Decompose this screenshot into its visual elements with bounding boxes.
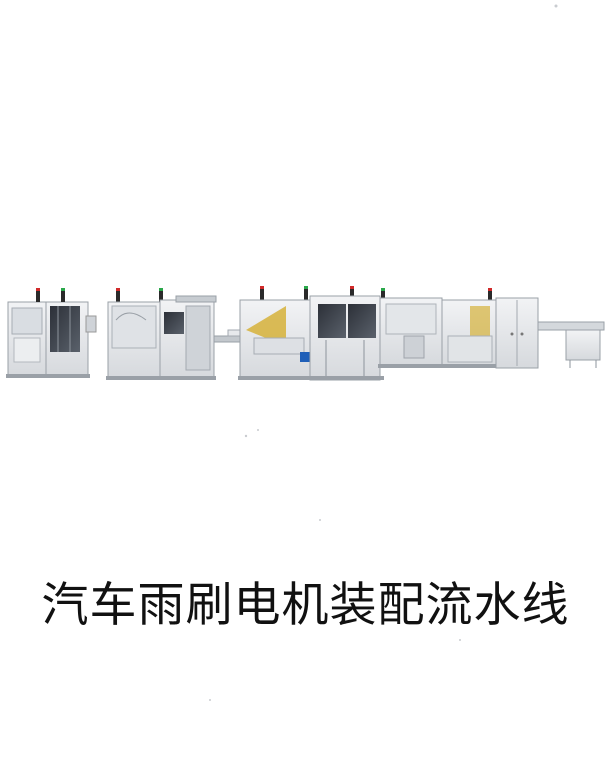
outfeed-conveyor	[537, 321, 605, 368]
signal-lamps	[36, 286, 492, 302]
station-4	[378, 297, 500, 368]
station-1	[6, 301, 97, 378]
station-5	[495, 297, 539, 369]
background-specks	[209, 4, 558, 701]
caption-title: 汽车雨刷电机装配流水线	[41, 578, 570, 633]
station-3	[238, 295, 384, 381]
station-2	[106, 295, 217, 380]
